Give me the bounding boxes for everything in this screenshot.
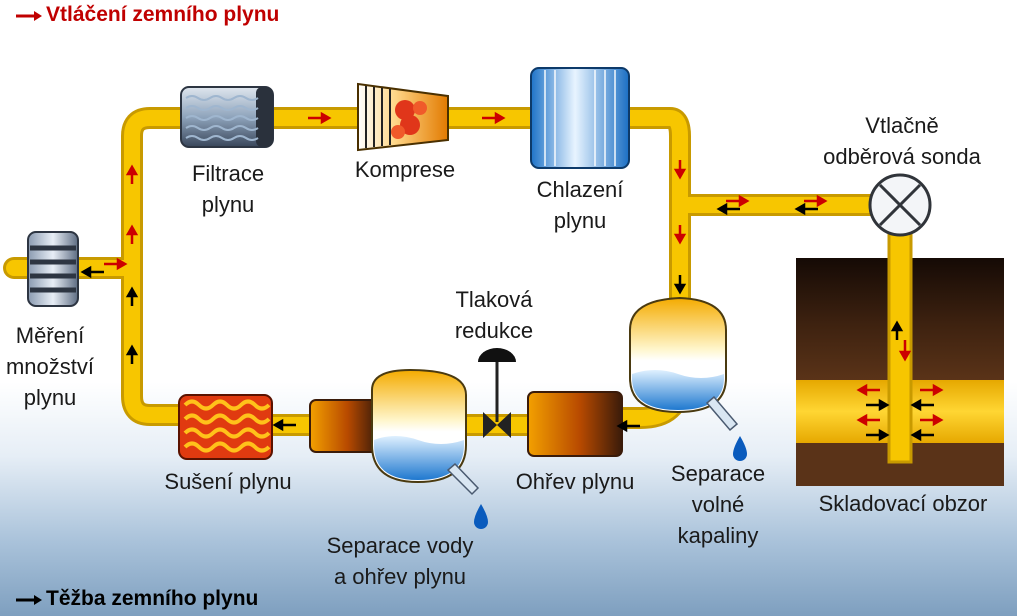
legend-black-arrow bbox=[16, 595, 42, 605]
label-pressure-reduction: Tlaková redukce bbox=[434, 284, 554, 346]
label-line: volné bbox=[691, 492, 745, 517]
heater-icon bbox=[309, 399, 379, 453]
label-line: Filtrace bbox=[191, 161, 265, 186]
label-line: Chlazení bbox=[536, 177, 624, 202]
legend-red-arrow bbox=[16, 11, 42, 21]
storage-formation bbox=[796, 230, 1004, 486]
pressure-regulator-icon bbox=[478, 348, 516, 438]
label-line: plynu bbox=[553, 208, 607, 233]
label-line: Vtlačně bbox=[865, 113, 939, 138]
label-line: a ohřev plynu bbox=[333, 564, 467, 589]
label-line: Tlaková bbox=[455, 287, 533, 312]
label-filtration: Filtrace plynu bbox=[178, 158, 278, 220]
label-drying: Sušení plynu bbox=[164, 469, 292, 494]
label-probe: Vtlačně odběrová sonda bbox=[800, 110, 1004, 172]
label-compression: Komprese bbox=[354, 157, 456, 182]
label-cooling: Chlazení plynu bbox=[520, 174, 640, 236]
filter-icon bbox=[180, 86, 274, 148]
water-drop-icon bbox=[474, 504, 488, 529]
label-line: Separace bbox=[670, 461, 766, 486]
valve-icon bbox=[868, 173, 932, 237]
cooler-icon bbox=[530, 67, 630, 169]
label-line: kapaliny bbox=[677, 523, 759, 548]
separator-icon bbox=[371, 368, 480, 496]
heater-icon bbox=[527, 391, 623, 457]
dryer-icon bbox=[178, 394, 273, 460]
label-line: plynu bbox=[23, 385, 77, 410]
label-line: Separace vody bbox=[326, 533, 474, 558]
label-line: redukce bbox=[454, 318, 534, 343]
label-measurement: Měření množství plynu bbox=[0, 320, 100, 413]
label-line: odběrová sonda bbox=[823, 144, 981, 169]
legend-injection: Vtláčení zemního plynu bbox=[46, 3, 280, 26]
meter-icon bbox=[27, 231, 79, 307]
label-heating: Ohřev plynu bbox=[515, 469, 635, 494]
label-line: množství bbox=[5, 354, 95, 379]
label-line: Měření bbox=[15, 323, 85, 348]
separator-icon bbox=[629, 296, 739, 432]
compressor-icon bbox=[357, 82, 449, 152]
legend-withdrawal: Těžba zemního plynu bbox=[46, 587, 259, 610]
flow-arrows bbox=[80, 111, 944, 442]
label-storage: Skladovací obzor bbox=[818, 491, 988, 516]
label-liquid-separation: Separace volné kapaliny bbox=[656, 458, 780, 551]
label-water-separation: Separace vody a ohřev plynu bbox=[310, 530, 490, 592]
label-line: plynu bbox=[201, 192, 255, 217]
water-drop-icon bbox=[733, 436, 747, 461]
